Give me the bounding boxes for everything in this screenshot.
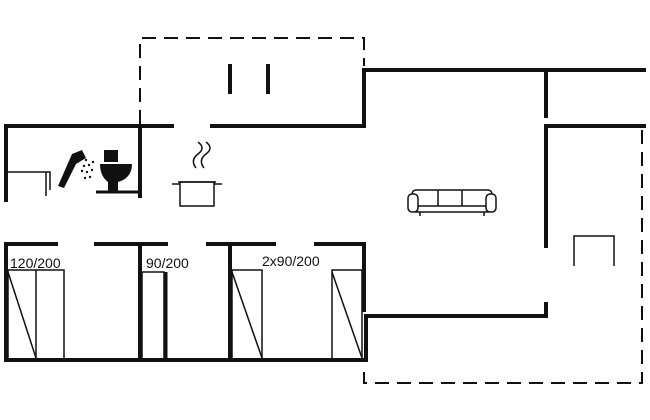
bed-label-bedroom-2: 90/200 bbox=[146, 255, 189, 271]
bed-bedroom-1 bbox=[7, 269, 65, 361]
terrace-outline-right bbox=[363, 130, 643, 384]
cooking-pot-icon bbox=[172, 141, 222, 207]
bed-label-bedroom-3: 2x90/200 bbox=[262, 253, 320, 269]
walls bbox=[4, 68, 646, 362]
shower-icon bbox=[58, 150, 95, 188]
bed-bedroom-3-a bbox=[231, 269, 263, 361]
bed-bedroom-3-b bbox=[331, 269, 363, 361]
bed-bedroom-2 bbox=[141, 271, 168, 361]
bed-label-bedroom-1: 120/200 bbox=[10, 255, 61, 271]
toilet-icon bbox=[96, 150, 138, 194]
side-table bbox=[573, 235, 615, 266]
terrace-outline-top bbox=[139, 37, 365, 124]
window-marks bbox=[228, 64, 270, 94]
sofa-icon bbox=[407, 189, 497, 216]
sink-counter bbox=[8, 171, 51, 196]
